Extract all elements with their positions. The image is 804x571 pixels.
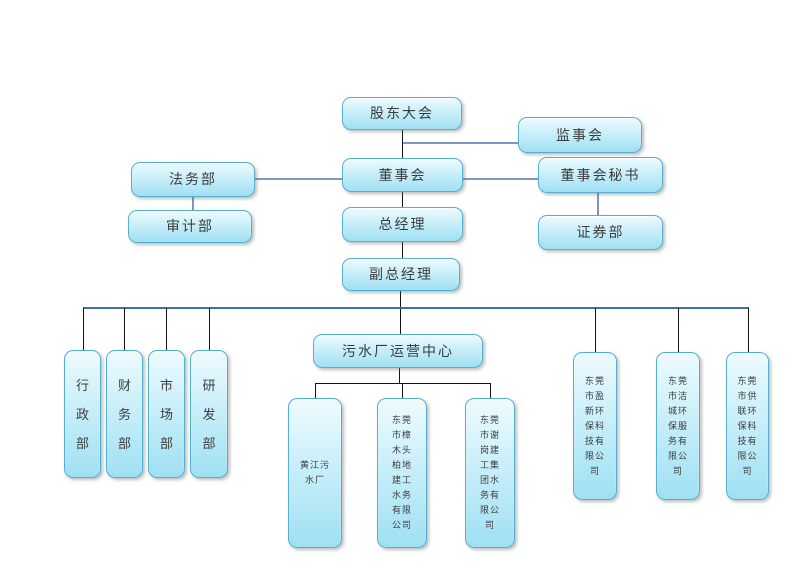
node-sewage-plant-operation-center: 污水厂运营中心 — [313, 334, 483, 368]
connector-drop-gonglian — [748, 308, 749, 352]
node-gonglian-company: 东莞 市供 联环 保科 技有 限公 司 — [726, 352, 769, 500]
node-securities-dept: 证券部 — [538, 215, 663, 250]
connector-drop-marketing — [166, 308, 167, 350]
connector-drop-jiecheng — [678, 308, 679, 352]
connector-drop-rd — [209, 308, 210, 350]
node-supervisory-board: 监事会 — [518, 117, 642, 153]
node-huangjiang-sewage-plant: 黄江污 水厂 — [288, 398, 342, 548]
node-shareholders-meeting: 股东大会 — [342, 97, 462, 130]
node-jiecheng-company: 东莞 市洁 城环 保服 务有 限公 司 — [656, 352, 700, 500]
connector-main-rail — [83, 307, 749, 309]
node-rd-dept: 研 发 部 — [190, 350, 228, 478]
node-legal-dept: 法务部 — [131, 162, 255, 197]
node-finance-dept: 财 务 部 — [106, 350, 143, 478]
connector-drop-huangjiang — [315, 383, 316, 398]
connector-center-stem — [399, 368, 400, 383]
node-admin-dept: 行 政 部 — [64, 350, 101, 478]
connector-secretary-securities — [597, 193, 599, 215]
node-board-of-directors: 董事会 — [342, 158, 463, 192]
node-marketing-dept: 市 场 部 — [148, 350, 185, 478]
connector-deputygm-center — [400, 291, 401, 334]
connector-legal-board — [255, 178, 342, 180]
connector-drop-admin — [83, 308, 84, 350]
connector-board-secretary — [463, 178, 538, 180]
connector-drop-xiegang — [490, 383, 491, 398]
node-zhangmutou-company: 东莞 市樟 木头 柏地 建工 水务 有限 公司 — [377, 398, 427, 548]
node-board-secretary: 董事会秘书 — [538, 157, 663, 193]
connector-drop-yingxin — [595, 308, 596, 352]
connector-board-gm — [402, 192, 403, 207]
connector-to-supervisory-board — [403, 142, 518, 144]
connector-shareholders-board — [402, 130, 403, 158]
connector-drop-finance — [124, 308, 125, 350]
connector-center-rail — [315, 383, 491, 384]
connector-gm-deputygm — [402, 242, 403, 258]
node-xiegang-company: 东莞 市谢 岗建 工集 团水 务有 限公 司 — [465, 398, 515, 548]
node-yingxin-company: 东莞 市盈 新环 保科 技有 限公 司 — [573, 352, 617, 500]
connector-legal-audit — [192, 197, 194, 210]
node-deputy-general-manager: 副总经理 — [342, 258, 460, 291]
node-audit-dept: 审计部 — [128, 210, 252, 243]
node-general-manager: 总经理 — [342, 207, 463, 242]
connector-drop-zhangmutou — [402, 383, 403, 398]
